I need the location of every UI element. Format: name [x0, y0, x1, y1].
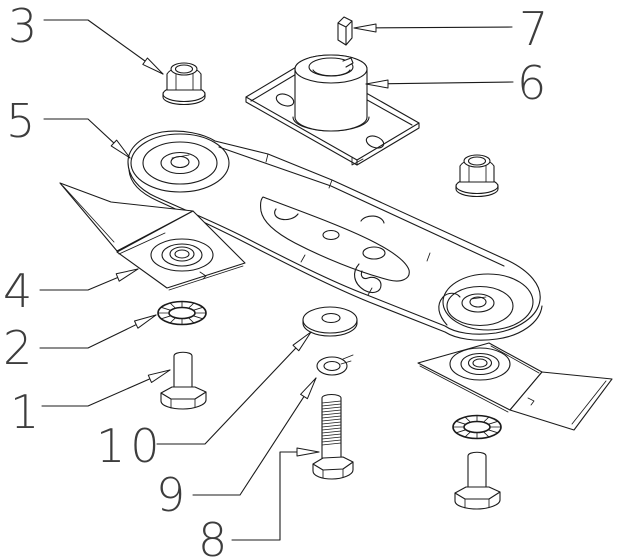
leader-arrowheads — [110, 23, 389, 457]
blade-right — [417, 342, 613, 431]
callout-labels: 3 5 4 2 1 10 9 8 7 6 — [3, 0, 548, 560]
flat-washer — [302, 306, 358, 337]
callout-label-8: 8 — [198, 513, 227, 560]
callout-label-9: 9 — [156, 468, 185, 522]
callout-label-10: 10 — [96, 419, 165, 473]
callout-label-2: 2 — [3, 321, 32, 375]
flange-lock-nut-right — [455, 154, 499, 198]
drive-key — [337, 16, 353, 46]
curved-segment-washer — [157, 300, 207, 326]
curved-segment-washer-right — [452, 414, 502, 440]
callout-label-3: 3 — [8, 0, 37, 53]
leader-lines — [39, 19, 514, 541]
blade-adapter-hub — [245, 54, 420, 166]
callout-label-6: 6 — [517, 56, 546, 110]
callout-label-4: 4 — [3, 264, 32, 318]
callout-label-1: 1 — [10, 385, 39, 439]
blade-carrier-disc — [127, 130, 543, 341]
blade-left — [59, 182, 246, 291]
callout-label-7: 7 — [519, 2, 548, 56]
flange-lock-nut — [162, 62, 206, 106]
shoulder-bolt-right — [454, 451, 501, 510]
center-hex-bolt — [312, 393, 354, 480]
shoulder-bolt — [160, 351, 207, 410]
split-lock-washer — [316, 354, 354, 376]
callout-label-5: 5 — [6, 94, 35, 148]
